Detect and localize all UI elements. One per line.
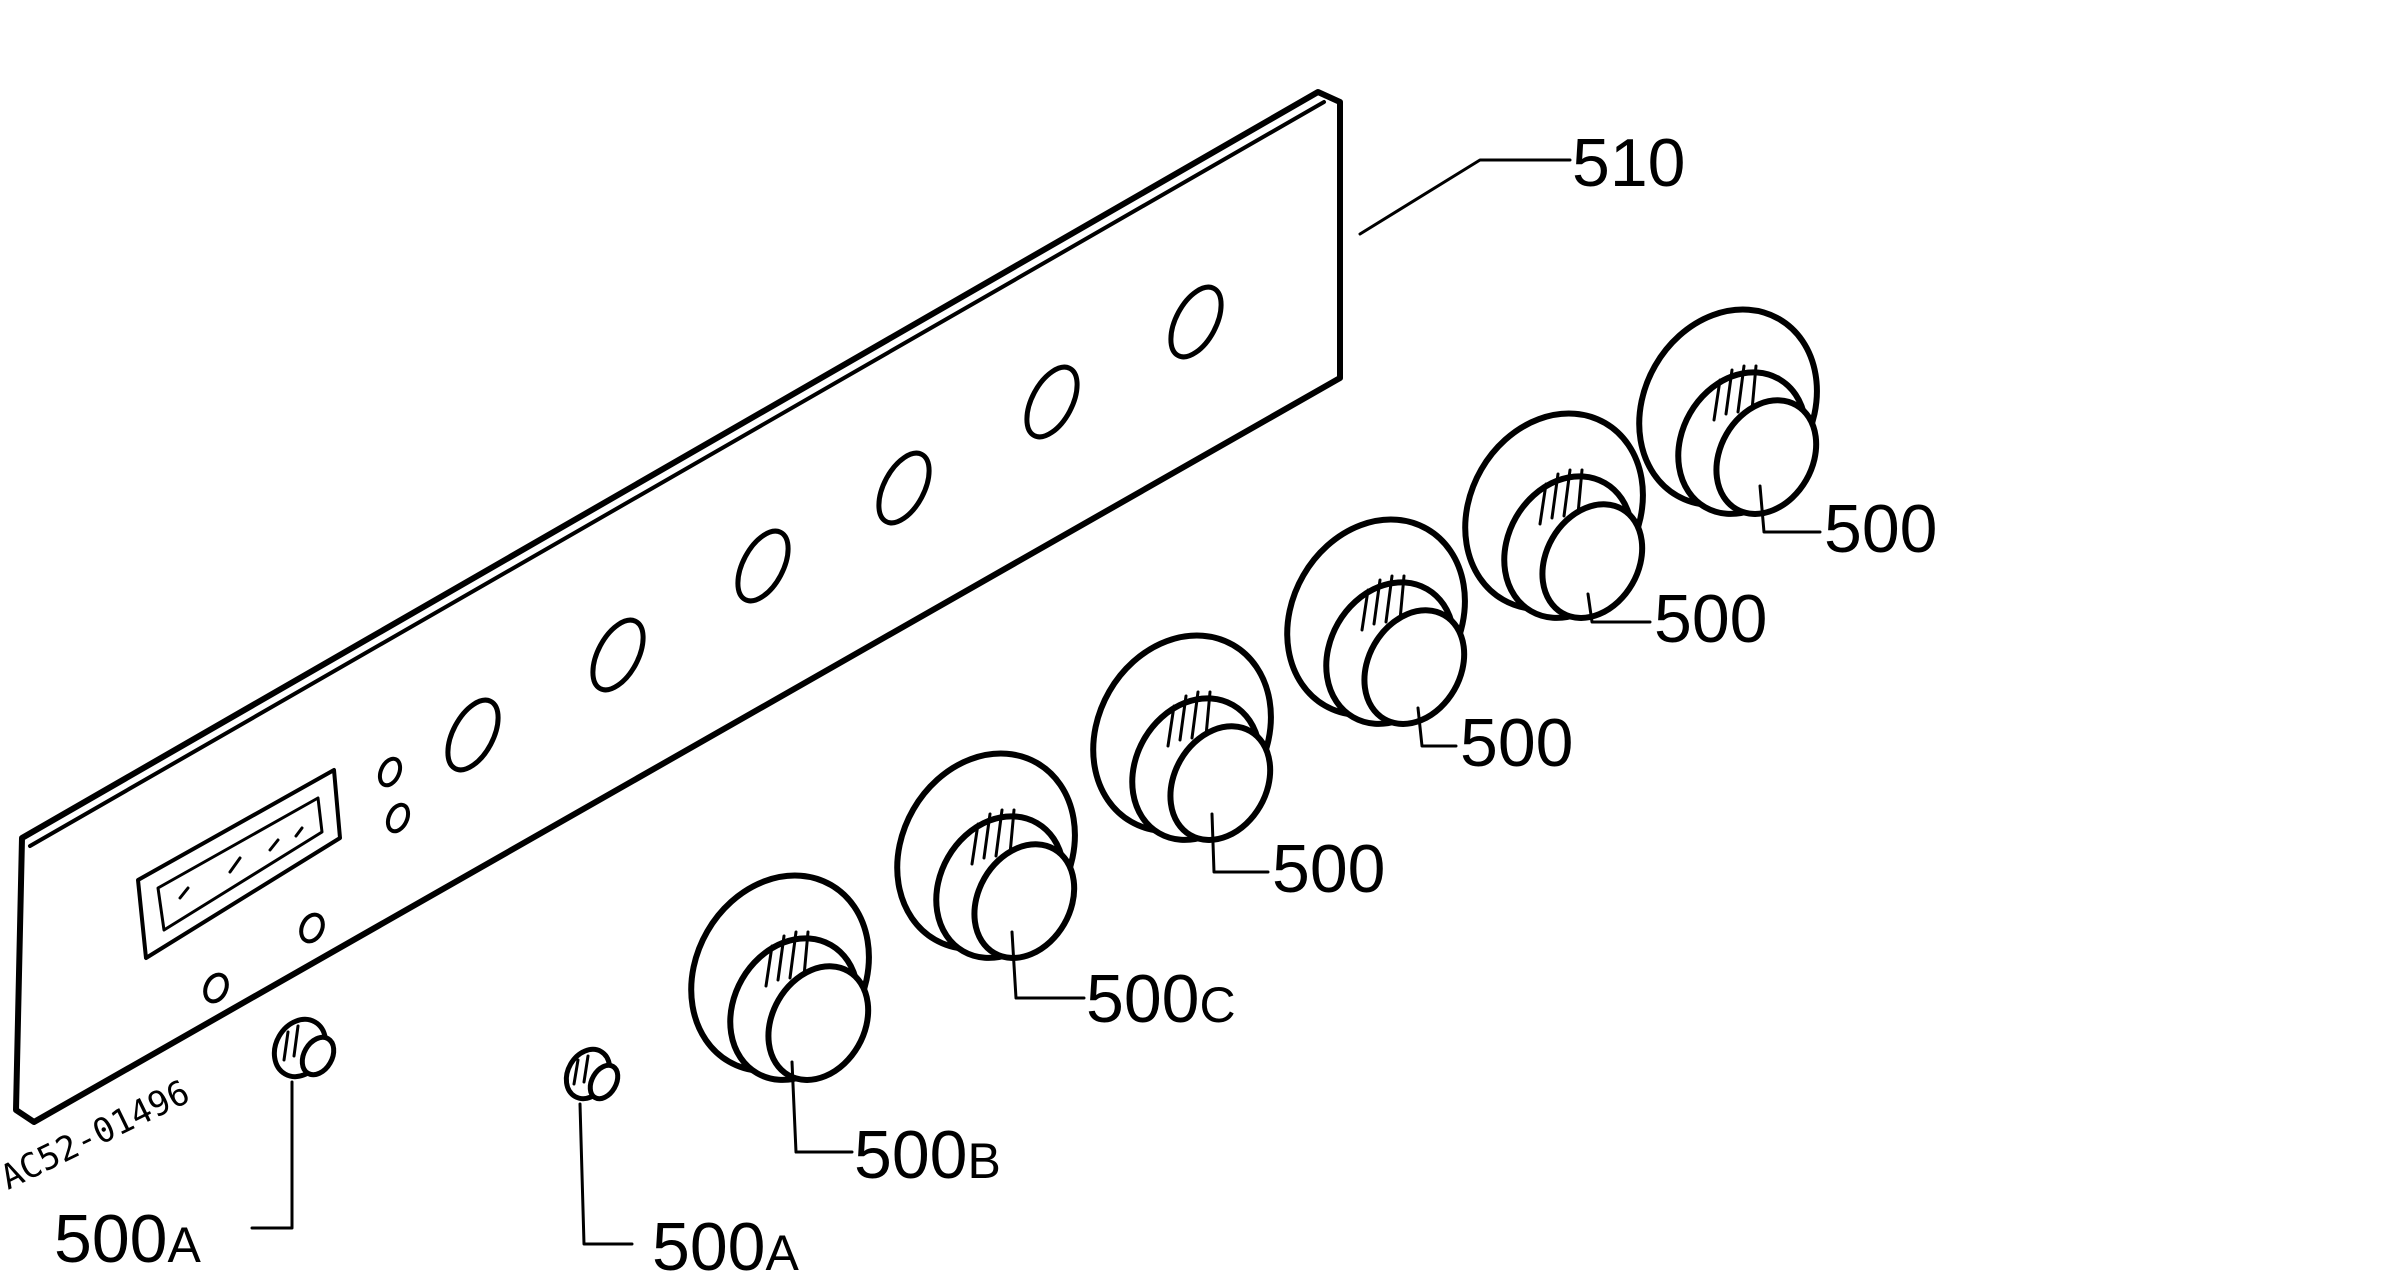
display-window xyxy=(136,768,342,960)
leader-lines xyxy=(250,158,1822,1246)
knob-5 xyxy=(1462,410,1646,621)
label-knob-6: 500 xyxy=(1824,491,1937,567)
knob-assemblies xyxy=(688,306,1820,1083)
knob-4 xyxy=(1284,516,1468,727)
indicator-holes xyxy=(203,756,411,1004)
knob-1 xyxy=(688,872,872,1083)
label-knob-1: 500B xyxy=(854,1117,1001,1193)
label-knob-5: 500 xyxy=(1654,581,1767,657)
knob-3 xyxy=(1090,632,1274,843)
knob-2 xyxy=(894,750,1078,961)
knob-6 xyxy=(1636,306,1820,517)
small-knobs xyxy=(271,1016,621,1102)
knob-holes xyxy=(445,284,1224,773)
control-panel xyxy=(13,89,1343,1125)
label-knob-2: 500C xyxy=(1086,961,1236,1037)
label-510: 510 xyxy=(1572,125,1685,201)
label-small-knob-right: 500A xyxy=(652,1209,799,1279)
small-knob-right xyxy=(563,1046,621,1102)
label-knob-3: 500 xyxy=(1272,831,1385,907)
drawing-code: AC52-01496 xyxy=(0,1072,196,1198)
small-knob-left xyxy=(271,1016,337,1080)
label-small-knob-left: 500A xyxy=(54,1201,201,1277)
label-knob-4: 500 xyxy=(1460,705,1573,781)
